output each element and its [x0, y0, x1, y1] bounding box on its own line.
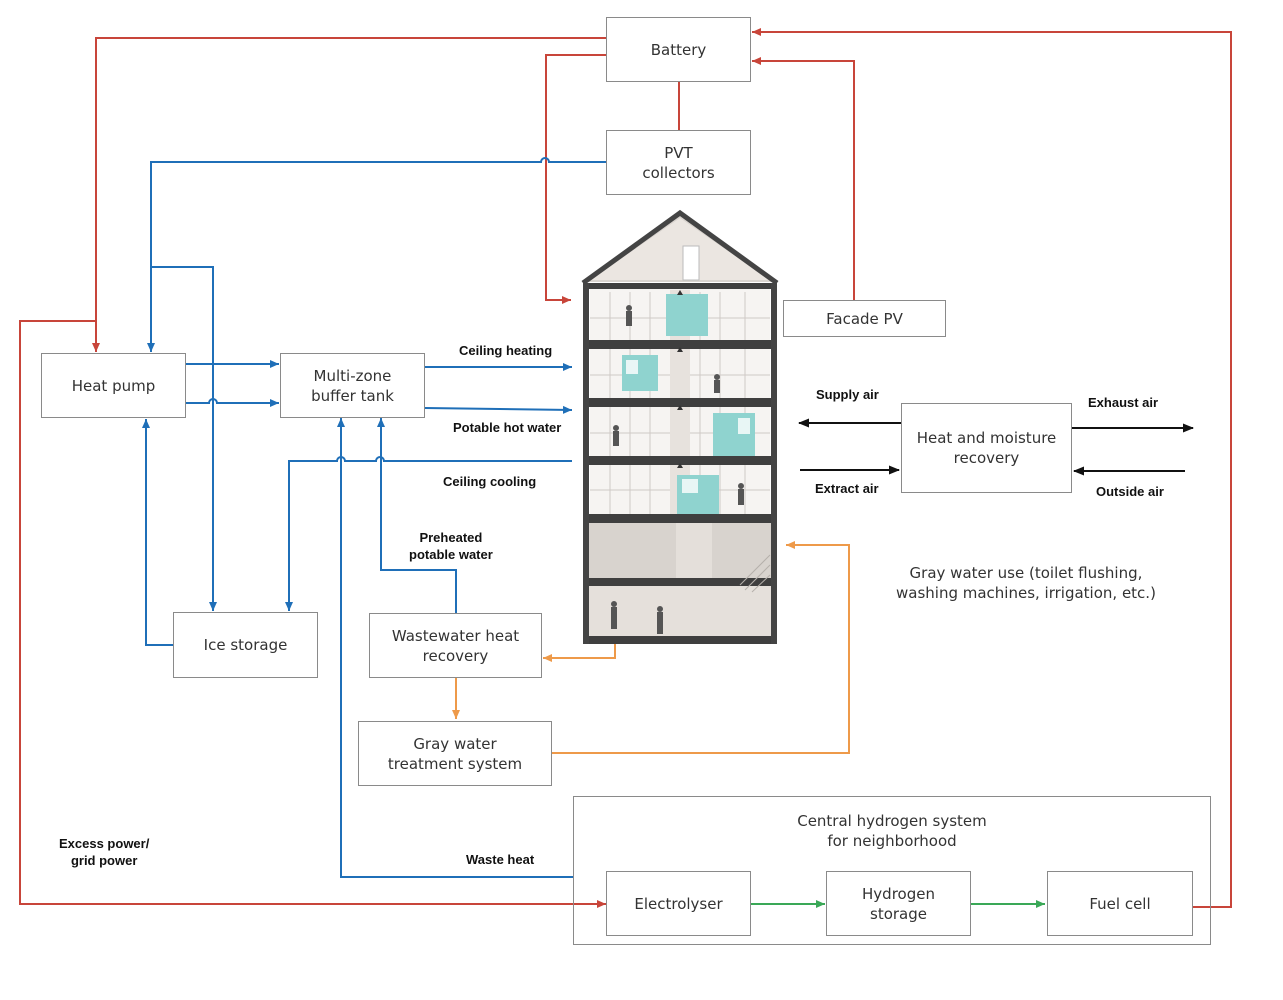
heat-moisture-recovery-box: Heat and moisture recovery — [901, 403, 1072, 493]
ceiling-cooling-label: Ceiling cooling — [443, 474, 537, 489]
hydrogen-system-group: Central hydrogen system for neighborhood — [573, 796, 1211, 945]
heat-pump-to-buffer-line-2 — [186, 398, 279, 407]
graywater-reuse-line — [552, 541, 850, 754]
fuel-cell-box: Fuel cell — [1047, 871, 1193, 936]
preheated-potable-water-label: Preheated potable water — [409, 530, 493, 562]
exhaust-air-label: Exhaust air — [1088, 395, 1159, 410]
electrolyser-box: Electrolyser — [606, 871, 751, 936]
hydrogen-storage-box: Hydrogen storage — [826, 871, 971, 936]
hydrogen-system-title: Central hydrogen system for neighborhood — [797, 812, 987, 850]
ice-storage-box: Ice storage — [173, 612, 318, 678]
excess-power-label: Excess power/ grid power — [59, 836, 150, 868]
facade-pv-to-battery-line — [752, 57, 855, 304]
pvt-to-ice-storage-line — [151, 266, 217, 611]
heat-pump-box: Heat pump — [41, 353, 186, 418]
pvt-to-heat-pump-line — [147, 157, 607, 352]
graywater-from-building-line — [543, 644, 616, 662]
potable-hot-water-line — [424, 405, 573, 414]
gray-water-use-note: Gray water use (toilet flushing, washing… — [896, 564, 1156, 602]
ceiling-heating-label: Ceiling heating — [459, 343, 553, 358]
buffer-tank-box: Multi-zone buffer tank — [280, 353, 425, 418]
extract-air-label: Extract air — [815, 481, 879, 496]
building-illustration — [581, 209, 779, 644]
battery-box: Battery — [606, 17, 751, 82]
waste-heat-label: Waste heat — [466, 852, 535, 867]
pvt-collectors-box: PVT collectors — [606, 130, 751, 195]
waste-heat-line — [337, 418, 573, 878]
outside-air-label: Outside air — [1096, 484, 1164, 499]
facade-pv-box: Facade PV — [783, 300, 946, 337]
ceiling-cooling-line — [285, 456, 572, 611]
potable-hot-water-label: Potable hot water — [453, 420, 562, 435]
preheated-water-line — [377, 418, 457, 613]
fuel-cell-to-battery-line — [752, 28, 1232, 908]
battery-to-heat-pump-line — [92, 37, 607, 352]
battery-to-building-line — [545, 54, 607, 304]
graywater-treatment-box: Gray water treatment system — [358, 721, 552, 786]
ice-to-heat-pump-line — [142, 419, 174, 646]
supply-air-label: Supply air — [816, 387, 879, 402]
grid-power-line — [19, 320, 606, 908]
wastewater-heat-recovery-box: Wastewater heat recovery — [369, 613, 542, 678]
